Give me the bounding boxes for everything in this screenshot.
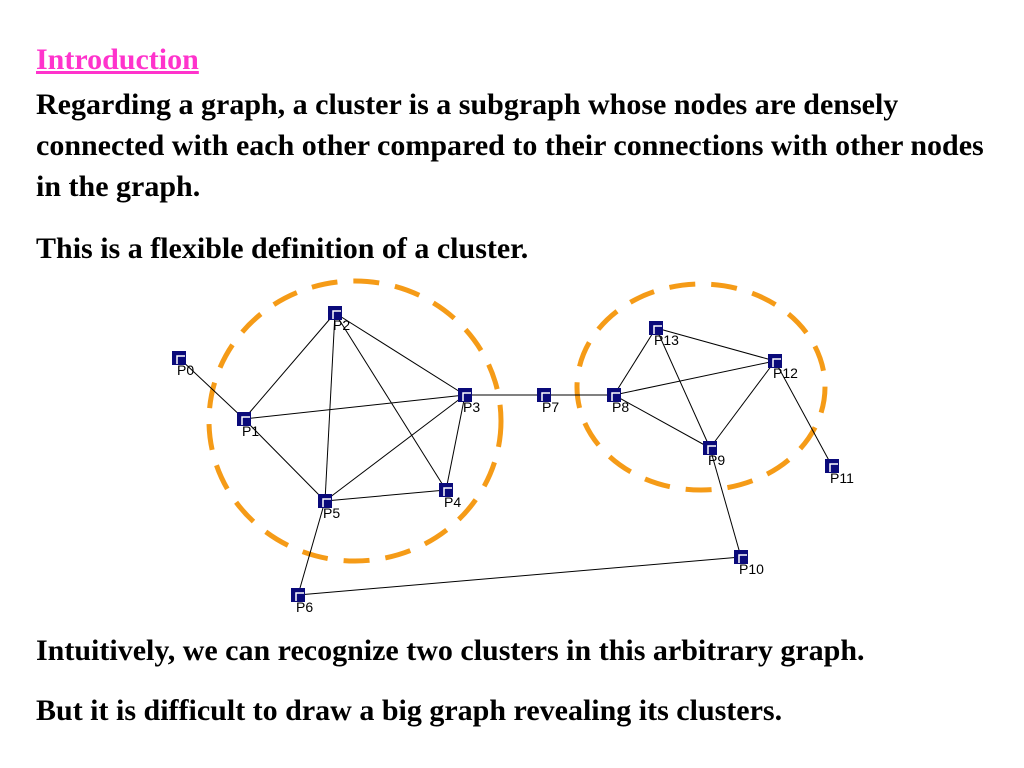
node-marker <box>825 459 839 473</box>
slide-heading: Introduction <box>36 43 199 76</box>
edge-p0-p1 <box>178 357 245 420</box>
edge-p8-p13 <box>613 327 657 396</box>
node-label: P0 <box>177 362 194 378</box>
node-p10: P10 <box>734 550 764 577</box>
edge-p3-p4 <box>445 394 466 491</box>
edge-p2-p4 <box>334 312 447 491</box>
edge-p4-p5 <box>324 489 447 502</box>
edge-p1-p3 <box>243 394 466 420</box>
edge-p9-p10 <box>709 447 742 558</box>
intro-paragraph: Regarding a graph, a cluster is a subgra… <box>36 88 984 203</box>
node-marker <box>328 306 342 320</box>
observation-paragraph: Intuitively, we can recognize two cluste… <box>36 634 865 667</box>
cluster-outline-1 <box>206 278 504 564</box>
node-marker <box>734 550 748 564</box>
node-marker <box>237 412 251 426</box>
node-p0: P0 <box>172 351 194 378</box>
edge-p5-p6 <box>297 500 326 596</box>
node-p13: P13 <box>649 321 679 348</box>
node-label: P7 <box>542 399 559 415</box>
node-marker <box>439 483 453 497</box>
edge-p13-p12 <box>655 327 776 362</box>
edge-p2-p3 <box>334 312 466 396</box>
edge-p9-p12 <box>709 360 776 449</box>
node-p5: P5 <box>318 494 340 521</box>
node-p3: P3 <box>458 388 480 415</box>
edge-p1-p5 <box>243 418 326 502</box>
node-marker <box>537 388 551 402</box>
node-label: P1 <box>242 423 259 439</box>
graph-edges <box>178 312 833 596</box>
node-marker <box>768 354 782 368</box>
node-label: P5 <box>323 505 340 521</box>
node-marker <box>318 494 332 508</box>
node-marker <box>172 351 186 365</box>
cluster-outlines <box>206 278 828 564</box>
node-label: P9 <box>708 452 725 468</box>
node-label: P13 <box>654 332 679 348</box>
node-label: P8 <box>612 399 629 415</box>
node-marker <box>607 388 621 402</box>
node-label: P6 <box>296 599 313 615</box>
node-p9: P9 <box>703 441 725 468</box>
node-p4: P4 <box>439 483 461 510</box>
difficulty-paragraph: But it is difficult to draw a big graph … <box>36 694 783 727</box>
node-p11: P11 <box>825 459 854 486</box>
edge-p13-p9 <box>655 327 711 449</box>
node-p1: P1 <box>237 412 259 439</box>
node-marker <box>649 321 663 335</box>
edge-p1-p2 <box>243 312 336 420</box>
definition-note: This is a flexible definition of a clust… <box>36 232 529 265</box>
node-label: P10 <box>739 561 764 577</box>
node-label: P4 <box>444 494 461 510</box>
edge-p3-p5 <box>324 394 466 502</box>
node-p2: P2 <box>328 306 350 333</box>
edge-p8-p12 <box>613 360 776 396</box>
edge-p6-p10 <box>297 556 742 596</box>
node-marker <box>458 388 472 402</box>
edge-p12-p11 <box>774 360 833 467</box>
node-marker <box>291 588 305 602</box>
node-label: P3 <box>463 399 480 415</box>
node-p8: P8 <box>607 388 629 415</box>
node-label: P12 <box>773 365 798 381</box>
edge-p8-p9 <box>613 394 711 449</box>
node-p6: P6 <box>291 588 313 615</box>
node-label: P11 <box>830 470 854 486</box>
node-marker <box>703 441 717 455</box>
node-label: P2 <box>333 317 350 333</box>
cluster-outline-2 <box>574 281 828 493</box>
node-p12: P12 <box>768 354 798 381</box>
node-p7: P7 <box>537 388 559 415</box>
edge-p2-p5 <box>324 312 336 502</box>
